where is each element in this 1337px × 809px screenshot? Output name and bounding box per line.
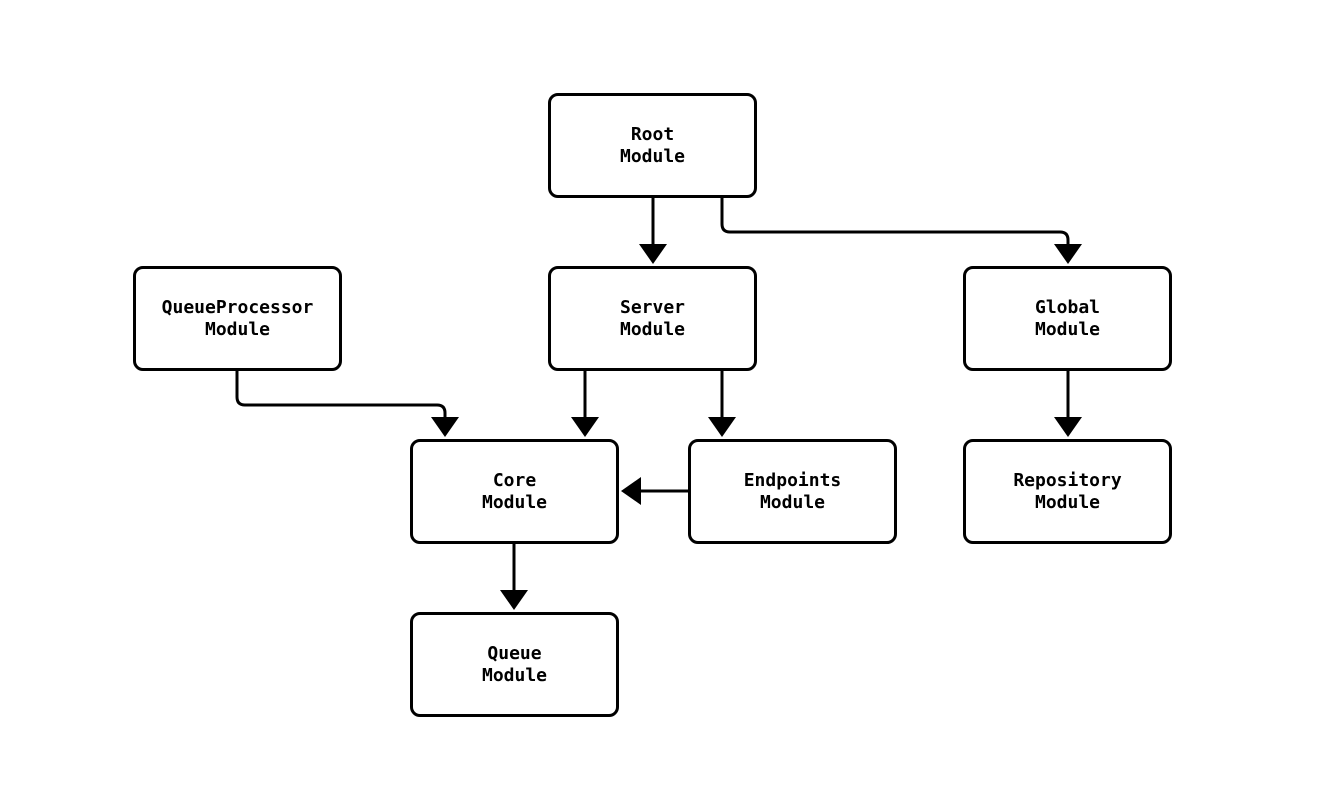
node-repository-module-label: Repository Module bbox=[1013, 469, 1122, 513]
edge-queueprocessor-to-core bbox=[235, 371, 459, 437]
node-core-module: Core Module bbox=[410, 439, 619, 544]
node-core-module-label: Core Module bbox=[481, 469, 548, 513]
node-server-module: Server Module bbox=[548, 266, 757, 371]
edge-root-to-global bbox=[720, 198, 1082, 264]
node-server-module-label: Server Module bbox=[619, 296, 686, 340]
node-endpoints-module: Endpoints Module bbox=[688, 439, 897, 544]
node-root-module-label: Root Module bbox=[619, 123, 686, 167]
node-endpoints-module-label: Endpoints Module bbox=[743, 469, 842, 513]
node-queueprocessor-module: QueueProcessor Module bbox=[133, 266, 342, 371]
node-root-module: Root Module bbox=[548, 93, 757, 198]
node-global-module-label: Global Module bbox=[1034, 296, 1101, 340]
node-queue-module: Queue Module bbox=[410, 612, 619, 717]
node-global-module: Global Module bbox=[963, 266, 1172, 371]
node-repository-module: Repository Module bbox=[963, 439, 1172, 544]
node-queueprocessor-module-label: QueueProcessor Module bbox=[161, 296, 314, 340]
node-queue-module-label: Queue Module bbox=[481, 642, 548, 686]
